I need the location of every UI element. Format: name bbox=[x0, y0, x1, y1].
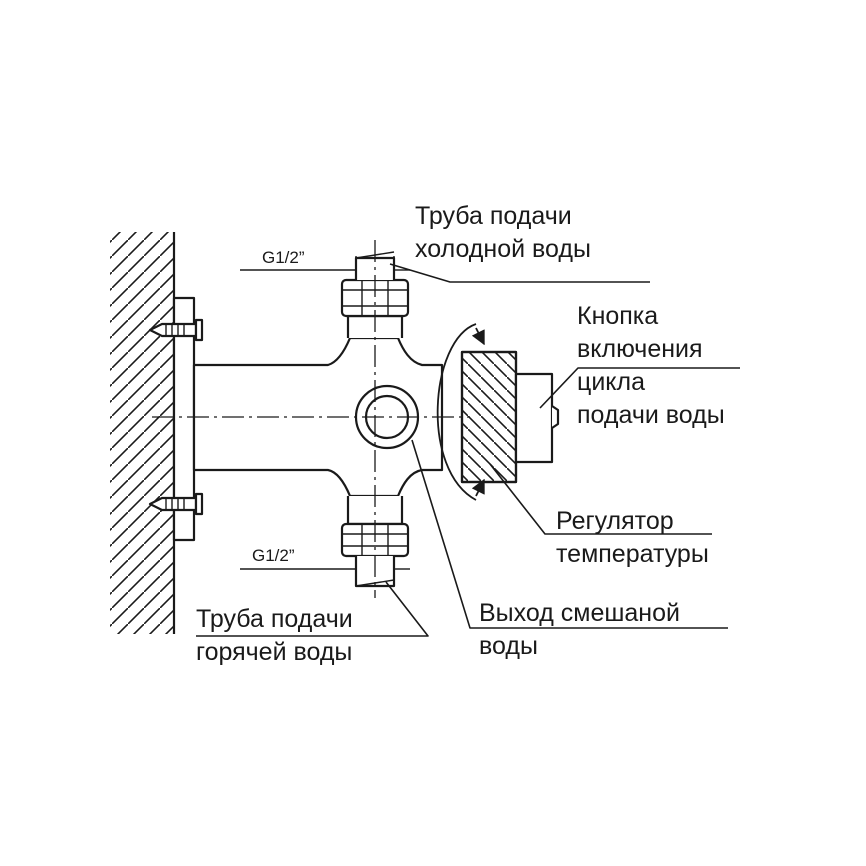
cold-pipe-label: Труба подачи холодной воды bbox=[415, 202, 591, 263]
leader-lines bbox=[196, 263, 740, 637]
temperature-knob bbox=[460, 350, 518, 484]
wall-hatching bbox=[110, 232, 176, 634]
wall-screw-bottom bbox=[148, 492, 204, 516]
mixed-outlet-label: Выход смешаной воды bbox=[479, 599, 680, 660]
start-button-label: Кнопка включения цикла подачи воды bbox=[577, 302, 725, 429]
hot-pipe-label: Труба подачи горячей воды bbox=[196, 605, 353, 666]
dimension-bottom bbox=[240, 560, 410, 580]
top-thread-size: G1/2” bbox=[262, 248, 305, 267]
rotation-arc bbox=[436, 323, 477, 501]
center-lines bbox=[152, 240, 470, 598]
start-button-tip bbox=[551, 405, 560, 429]
wall-screw-top bbox=[148, 318, 204, 342]
start-button-body bbox=[514, 372, 554, 464]
mixer-body bbox=[192, 336, 444, 498]
temperature-regulator-label: Регулятор температуры bbox=[556, 507, 709, 568]
bottom-thread-size: G1/2” bbox=[252, 546, 295, 565]
